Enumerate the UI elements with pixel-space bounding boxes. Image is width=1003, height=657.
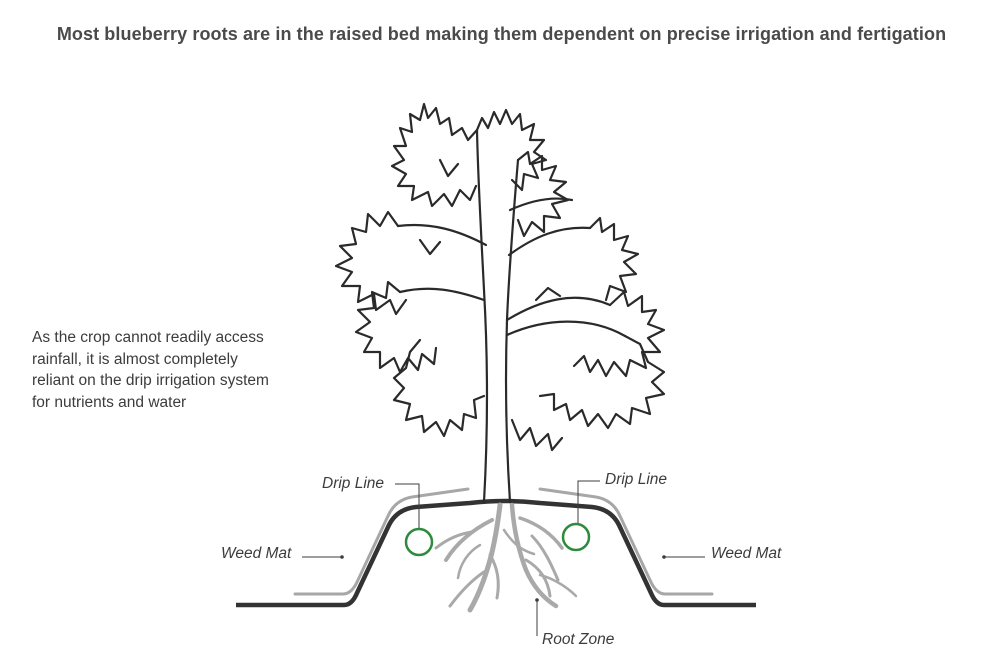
- drip-line-right-icon: [561, 522, 591, 552]
- note-line-4: for nutrients and water: [32, 393, 187, 411]
- tree-canopy: [334, 102, 666, 452]
- raised-bed-outline: [236, 498, 756, 608]
- weed-mat-right-label: Weed Mat: [711, 545, 782, 562]
- root-zone-label: Root Zone: [542, 631, 615, 648]
- drip-line-right-leader: [577, 480, 600, 523]
- weed-mat-left-label: Weed Mat: [221, 545, 292, 562]
- note-line-3: reliant on the drip irrigation system: [32, 372, 269, 389]
- drip-line-right-label: Drip Line: [605, 471, 668, 488]
- drip-line-left-icon: [404, 527, 434, 557]
- root-zone: [434, 502, 578, 613]
- label-leaders: [302, 480, 705, 636]
- leader-dots: [340, 555, 666, 602]
- drip-line-left-label: Drip Line: [322, 475, 385, 492]
- weed-mat: [293, 487, 714, 596]
- drip-line-left-leader: [395, 483, 420, 528]
- note-line-1: As the crop cannot readily access: [32, 329, 264, 346]
- note-line-2: rainfall, it is almost completely: [32, 350, 238, 368]
- diagram-title: Most blueberry roots are in the raised b…: [56, 24, 947, 44]
- irrigation-note: As the crop cannot readily access rainfa…: [32, 327, 332, 413]
- tree-trunk: [396, 128, 627, 504]
